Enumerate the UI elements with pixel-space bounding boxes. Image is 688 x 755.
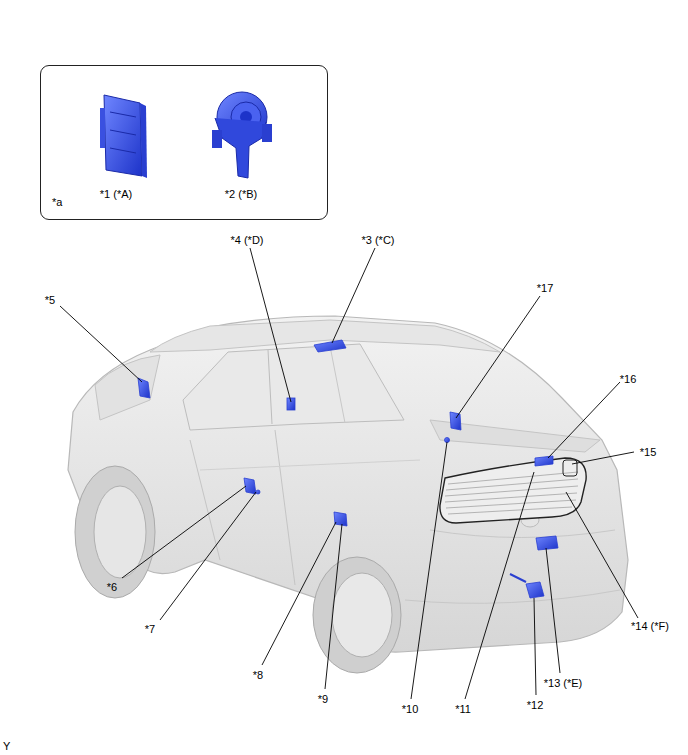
leader-line — [60, 306, 142, 382]
figure-code: Y — [3, 740, 10, 753]
leader-line — [122, 486, 246, 578]
callout-number: *9 — [318, 693, 328, 706]
part-mark — [536, 536, 558, 550]
part-icon — [100, 108, 105, 148]
leader-line — [546, 548, 560, 673]
car-body — [448, 507, 572, 514]
inset-box: *1 (*A) *2 (*B) *a — [40, 65, 328, 220]
part-icon — [110, 148, 136, 153]
part-icon — [110, 112, 136, 117]
car-body — [183, 344, 404, 430]
leader-line — [566, 492, 638, 618]
part-mark — [314, 340, 346, 352]
part-label: *a — [52, 196, 62, 209]
car-body — [445, 493, 577, 502]
part-mark — [287, 398, 295, 410]
part-mark — [138, 340, 558, 598]
car-body — [150, 320, 500, 352]
callout-number: *16 — [620, 373, 637, 386]
car-body — [200, 460, 420, 470]
part-icon — [212, 92, 272, 178]
part-mark — [334, 512, 347, 526]
leader-line — [411, 442, 447, 699]
leader-line — [572, 452, 634, 464]
callout-number: *12 — [527, 699, 544, 712]
callout-number: *10 — [402, 703, 419, 716]
leader-line — [534, 598, 536, 695]
leader-line — [250, 248, 291, 402]
part-icon — [262, 124, 272, 142]
car-body — [440, 458, 586, 523]
leader-line — [465, 472, 534, 699]
callout-number: *5 — [45, 294, 55, 307]
callout-number: *13 (*E) — [544, 677, 583, 690]
leader-line — [60, 248, 638, 699]
callout-number: *17 — [537, 282, 554, 295]
part-icon — [104, 95, 142, 176]
callout-number: *6 — [107, 581, 117, 594]
callout-number: *11 — [455, 703, 471, 716]
car-body — [75, 466, 155, 598]
callout-number: *8 — [253, 669, 263, 682]
part-icon — [140, 103, 147, 178]
callout-number: *15 — [640, 446, 657, 459]
car-body — [563, 460, 577, 476]
car-body — [446, 479, 578, 490]
part-mark — [526, 582, 544, 598]
car-body — [430, 530, 615, 538]
part-mark — [535, 456, 553, 466]
part-mark — [256, 490, 260, 494]
car-body — [405, 590, 620, 603]
leader-line — [456, 296, 540, 418]
leader-line — [262, 522, 336, 665]
car-body — [268, 350, 272, 424]
part-icon — [110, 130, 136, 135]
car-body — [95, 355, 160, 420]
part-mark — [445, 438, 450, 443]
car-body — [94, 486, 146, 578]
leader-line — [325, 524, 342, 689]
part-icon — [100, 95, 147, 178]
part-mark — [450, 412, 461, 430]
part-mark — [138, 378, 150, 398]
part-icon — [212, 130, 222, 148]
car-body — [445, 472, 578, 514]
car-body — [313, 557, 401, 673]
car-body — [275, 430, 295, 585]
part-mark — [510, 574, 526, 582]
car-body — [332, 573, 392, 657]
car-body — [190, 440, 220, 560]
leader-line — [160, 492, 256, 620]
car-body — [448, 472, 578, 484]
callout-number: *4 (*D) — [230, 234, 263, 247]
car-body — [68, 316, 628, 673]
part-label: *1 (*A) — [100, 188, 132, 201]
callout-number: *14 (*F) — [631, 620, 669, 633]
car-body — [446, 500, 576, 508]
leader-line — [332, 248, 375, 343]
callout-number: *7 — [145, 623, 155, 636]
part-icon — [215, 118, 266, 178]
callout-number: *3 (*C) — [361, 234, 394, 247]
leader-line — [548, 382, 620, 458]
part-label: *2 (*B) — [225, 188, 257, 201]
car-body — [330, 346, 345, 423]
